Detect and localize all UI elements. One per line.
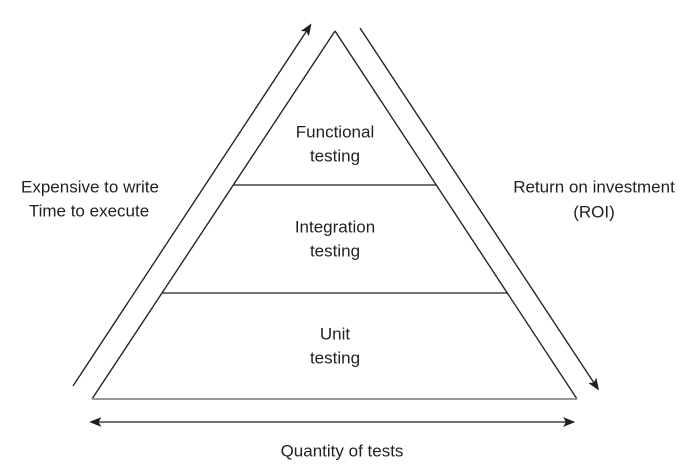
left-annotation-line2: Time to execute <box>29 202 149 221</box>
pyramid-left-edge <box>91 30 336 400</box>
level-label-integration-line2: testing <box>310 242 360 261</box>
right-annotation-line2: (ROI) <box>573 203 615 222</box>
level-label-unit-line1: Unit <box>320 325 351 344</box>
level-label-unit-line2: testing <box>310 349 360 368</box>
quantity-axis-label: Quantity of tests <box>281 442 404 461</box>
level-label-functional-line1: Functional <box>296 123 374 142</box>
right-annotation-line1: Return on investment <box>513 178 675 197</box>
level-label-functional-line2: testing <box>310 147 360 166</box>
left-annotation-line1: Expensive to write <box>21 178 159 197</box>
pyramid-right-edge <box>334 30 578 400</box>
cost-axis-arrow <box>72 23 312 387</box>
level-label-integration-line1: Integration <box>295 218 375 237</box>
roi-axis-arrow <box>359 27 600 391</box>
